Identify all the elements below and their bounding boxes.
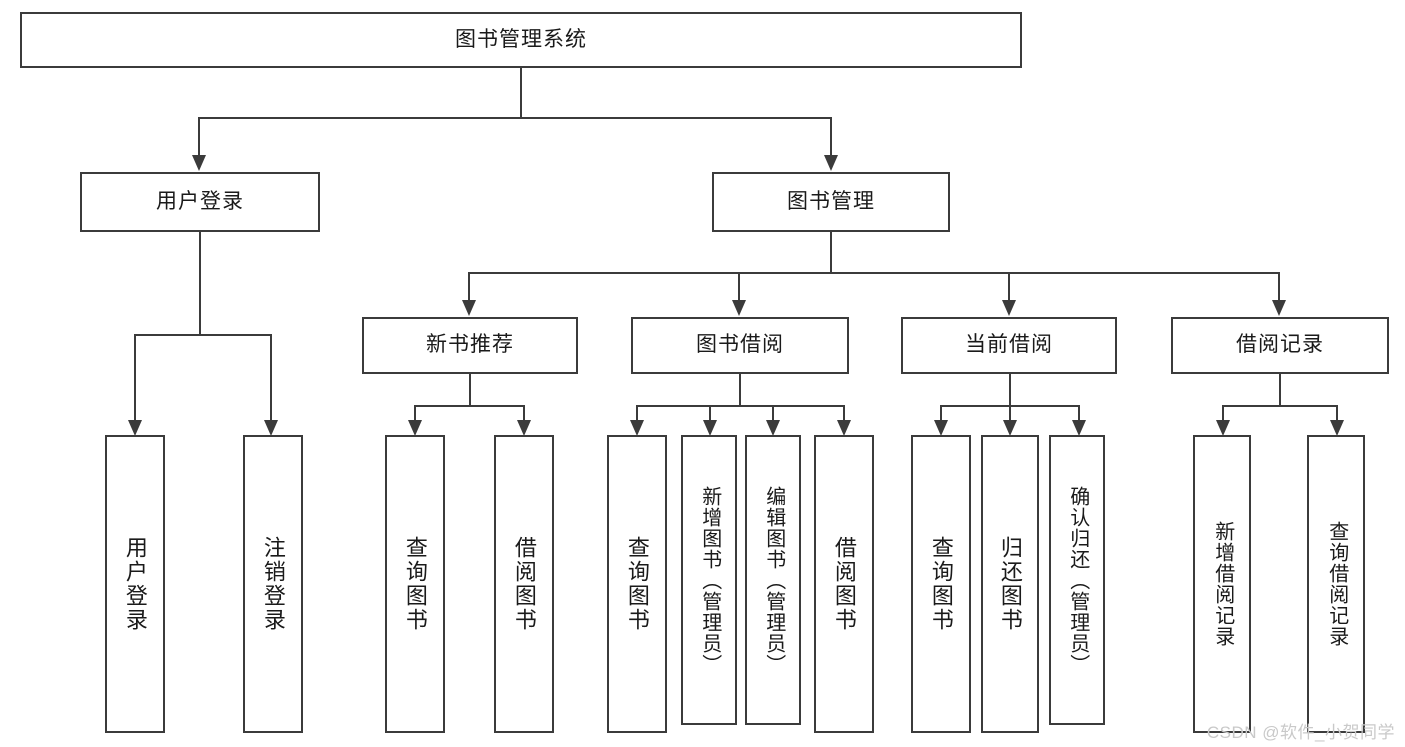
node-leaf-confirm-return[interactable]: 确认归还（管理员）: [1049, 435, 1105, 725]
connector-root-drop-left: [198, 117, 200, 155]
node-label: 当前借阅: [965, 333, 1053, 357]
connector-book-borrow-drop-3: [772, 405, 774, 420]
node-label: 图书管理: [787, 189, 875, 213]
node-label: 新增借阅记录: [1211, 521, 1234, 647]
arrow-to-leaf-borrow-book-2: [837, 420, 851, 436]
connector-book-borrow-drop-4: [843, 405, 845, 420]
connector-book-borrow-bus: [636, 405, 845, 407]
node-book-borrow[interactable]: 图书借阅: [631, 317, 849, 374]
node-label: 查询图书: [928, 536, 954, 632]
node-label: 图书借阅: [696, 333, 784, 357]
connector-book-manage-stem: [830, 232, 832, 273]
node-leaf-user-login[interactable]: 用户登录: [105, 435, 165, 733]
node-new-book-recommend[interactable]: 新书推荐: [362, 317, 578, 374]
node-label: 注销登录: [260, 536, 286, 632]
node-leaf-query-record[interactable]: 查询借阅记录: [1307, 435, 1365, 733]
connector-new-book-bus: [414, 405, 524, 407]
arrow-to-new-book-recommend: [462, 300, 476, 316]
node-label: 图书管理系统: [455, 27, 587, 51]
arrow-to-leaf-return-book: [1003, 420, 1017, 436]
node-leaf-logout[interactable]: 注销登录: [243, 435, 303, 733]
arrow-to-leaf-confirm-return: [1072, 420, 1086, 436]
node-label: 用户登录: [122, 536, 148, 632]
connector-current-borrow-drop-2: [1009, 405, 1011, 420]
csdn-watermark: CSDN @软件_小贺同学: [1206, 723, 1395, 742]
node-book-manage[interactable]: 图书管理: [712, 172, 950, 232]
arrow-to-leaf-query-book-2: [630, 420, 644, 436]
connector-current-borrow-drop-3: [1078, 405, 1080, 420]
node-leaf-borrow-book-2[interactable]: 借阅图书: [814, 435, 874, 733]
arrow-to-leaf-edit-book: [766, 420, 780, 436]
connector-borrow-record-stem: [1279, 374, 1281, 406]
connector-new-book-drop-1: [414, 405, 416, 420]
connector-current-borrow-drop-1: [940, 405, 942, 420]
connector-level3-drop-2: [738, 272, 740, 300]
connector-borrow-record-bus: [1222, 405, 1337, 407]
node-leaf-borrow-book-1[interactable]: 借阅图书: [494, 435, 554, 733]
connector-level3-bus: [468, 272, 1280, 274]
connector-book-borrow-drop-2: [709, 405, 711, 420]
connector-user-login-drop-2: [270, 334, 272, 420]
node-label: 借阅记录: [1236, 333, 1324, 357]
node-leaf-add-record[interactable]: 新增借阅记录: [1193, 435, 1251, 733]
connector-level3-drop-3: [1008, 272, 1010, 300]
connector-level3-drop-1: [468, 272, 470, 300]
arrow-to-leaf-borrow-book-1: [517, 420, 531, 436]
arrow-to-leaf-add-record: [1216, 420, 1230, 436]
connector-new-book-drop-2: [523, 405, 525, 420]
node-borrow-record[interactable]: 借阅记录: [1171, 317, 1389, 374]
connector-borrow-record-drop-1: [1222, 405, 1224, 420]
connector-borrow-record-drop-2: [1336, 405, 1338, 420]
node-label: 新书推荐: [426, 333, 514, 357]
node-leaf-add-book[interactable]: 新增图书（管理员）: [681, 435, 737, 725]
arrow-to-current-borrow: [1002, 300, 1016, 316]
connector-root-bus: [198, 117, 832, 119]
connector-current-borrow-stem: [1009, 374, 1011, 406]
arrow-to-leaf-query-record: [1330, 420, 1344, 436]
arrow-to-user-login: [192, 155, 206, 171]
arrow-to-borrow-record: [1272, 300, 1286, 316]
node-root-system[interactable]: 图书管理系统: [20, 12, 1022, 68]
node-label: 用户登录: [156, 189, 244, 213]
node-label: 确认归还（管理员）: [1066, 485, 1089, 675]
node-label: 归还图书: [997, 536, 1023, 632]
connector-book-borrow-drop-1: [636, 405, 638, 420]
connector-user-login-stem: [199, 232, 201, 335]
arrow-to-leaf-add-book: [703, 420, 717, 436]
node-label: 查询图书: [402, 536, 428, 632]
node-current-borrow[interactable]: 当前借阅: [901, 317, 1117, 374]
node-label: 新增图书（管理员）: [698, 485, 721, 675]
node-leaf-return-book[interactable]: 归还图书: [981, 435, 1039, 733]
arrow-to-leaf-user-login: [128, 420, 142, 436]
connector-root-stem: [520, 68, 522, 118]
node-leaf-query-book-3[interactable]: 查询图书: [911, 435, 971, 733]
connector-root-drop-right: [830, 117, 832, 155]
node-label: 借阅图书: [831, 536, 857, 632]
connector-user-login-drop-1: [134, 334, 136, 420]
node-label: 借阅图书: [511, 536, 537, 632]
node-label: 查询借阅记录: [1325, 521, 1348, 647]
arrow-to-book-manage: [824, 155, 838, 171]
arrow-to-book-borrow: [732, 300, 746, 316]
node-leaf-edit-book[interactable]: 编辑图书（管理员）: [745, 435, 801, 725]
arrow-to-leaf-query-book-3: [934, 420, 948, 436]
connector-level3-drop-4: [1278, 272, 1280, 300]
node-label: 查询图书: [624, 536, 650, 632]
connector-book-borrow-stem: [739, 374, 741, 406]
connector-new-book-stem: [469, 374, 471, 406]
connector-user-login-bus: [134, 334, 270, 336]
arrow-to-leaf-query-book-1: [408, 420, 422, 436]
arrow-to-leaf-logout: [264, 420, 278, 436]
node-leaf-query-book-2[interactable]: 查询图书: [607, 435, 667, 733]
node-user-login[interactable]: 用户登录: [80, 172, 320, 232]
node-leaf-query-book-1[interactable]: 查询图书: [385, 435, 445, 733]
node-label: 编辑图书（管理员）: [762, 485, 785, 675]
